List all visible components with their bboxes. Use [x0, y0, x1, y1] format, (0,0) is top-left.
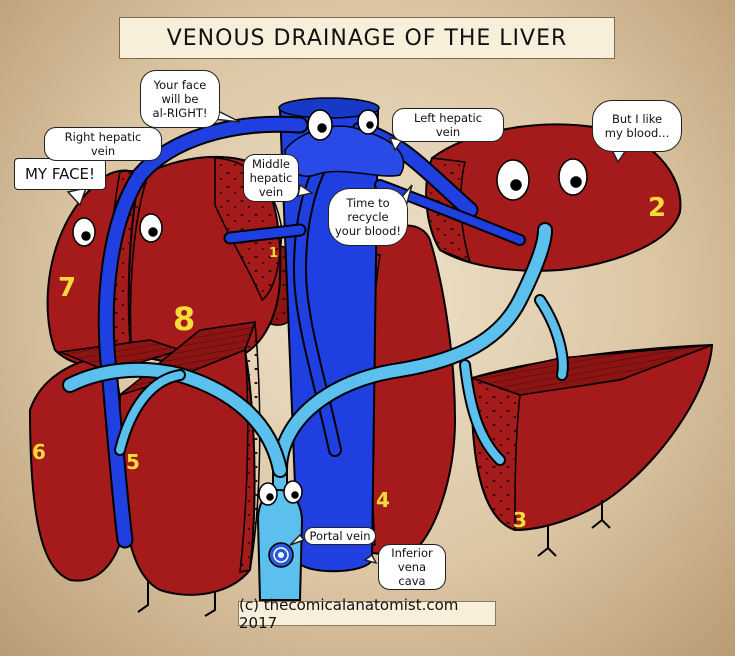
bubble-line: will be	[161, 92, 199, 106]
page-title: VENOUS DRAINAGE OF THE LIVER	[166, 25, 568, 51]
credit-text: (c) thecomicalanatomist.com 2017	[239, 595, 459, 632]
label-line: vein	[258, 185, 284, 199]
segment-number-5: 5	[126, 450, 140, 474]
portal-veins	[62, 222, 569, 598]
label-text: Right hepatic vein	[64, 130, 142, 158]
title-banner: VENOUS DRAINAGE OF THE LIVER	[119, 17, 615, 59]
label-text: Portal vein	[309, 529, 371, 543]
label-left-hepatic-vein: Left hepatic vein	[392, 108, 504, 142]
credit-line: (c) thecomicalanatomist.com 2017	[238, 596, 496, 632]
bubble-text: MY FACE!	[24, 165, 96, 183]
bubble-line: recycle	[347, 210, 389, 224]
label-middle-hepatic-vein: Middle hepatic vein	[243, 154, 299, 202]
bubble-line: But I like	[611, 112, 663, 126]
label-line: vena cava	[397, 560, 427, 588]
bubble-line: Your face	[153, 78, 207, 92]
label-portal-vein: Portal vein	[304, 527, 376, 545]
speech-bubble-your-face: Your face will be al-RIGHT!	[140, 70, 220, 128]
segment-number-1: 1	[269, 246, 279, 261]
segment-number-2: 2	[648, 193, 667, 223]
speech-bubble-time-to-recycle: Time to recycle your blood!	[328, 188, 408, 246]
bubble-line: al-RIGHT!	[152, 106, 208, 120]
speech-bubble-but-i-like: But I like my blood...	[592, 100, 682, 152]
cartoon-eyes	[72, 109, 588, 506]
segment-number-6: 6	[32, 440, 46, 464]
label-line: hepatic	[249, 171, 293, 185]
label-line: Middle	[252, 157, 290, 171]
segment-number-8: 8	[173, 300, 196, 338]
segment-number-3: 3	[513, 508, 527, 532]
bubble-line: your blood!	[335, 224, 401, 238]
segment-number-4: 4	[376, 488, 390, 512]
label-inferior-vena-cava: Inferior vena cava	[378, 544, 446, 590]
bubble-line: my blood...	[604, 126, 670, 140]
label-text: Left hepatic vein	[413, 111, 483, 139]
segment-number-7: 7	[58, 273, 77, 303]
speech-bubble-my-face: MY FACE!	[14, 158, 106, 190]
label-line: Inferior	[391, 546, 433, 560]
cartoon-feet	[137, 500, 611, 617]
label-right-hepatic-vein: Right hepatic vein	[44, 127, 162, 161]
bubble-line: Time to	[346, 196, 390, 210]
